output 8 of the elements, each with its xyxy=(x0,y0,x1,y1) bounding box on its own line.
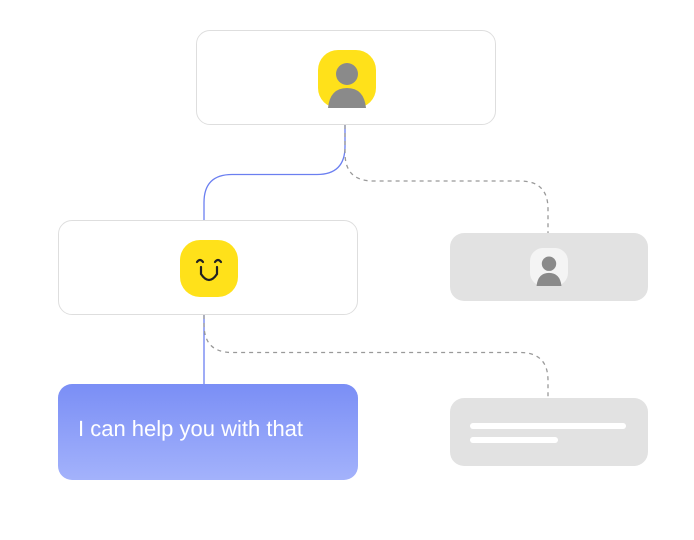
message-text: I can help you with that xyxy=(78,416,304,442)
card xyxy=(58,220,358,315)
dashed-connector xyxy=(344,125,549,233)
card xyxy=(450,398,648,466)
dashed-connector xyxy=(203,315,549,398)
message-bubble xyxy=(58,384,358,480)
card xyxy=(196,30,496,125)
card xyxy=(450,233,648,301)
